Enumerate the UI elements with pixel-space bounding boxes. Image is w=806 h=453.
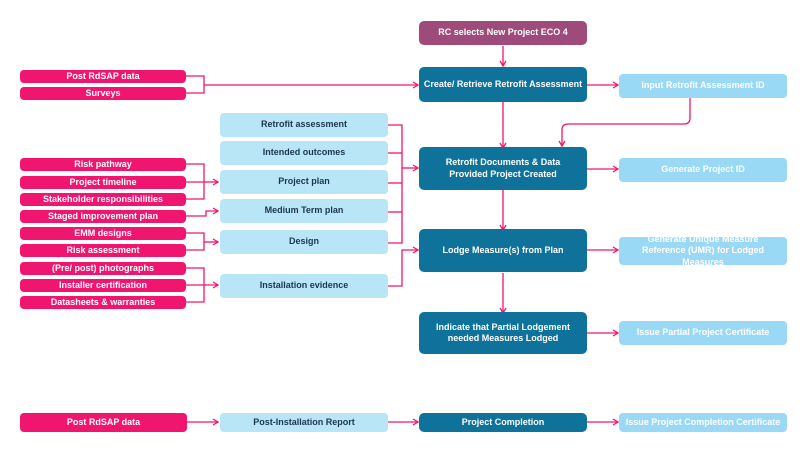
doc-design: Design <box>220 230 388 254</box>
input-stakeholder-responsibilities: Stakeholder responsibilities <box>20 193 186 206</box>
doc-project-plan: Project plan <box>220 170 388 194</box>
generate-umr-node: Generate Unique Measure Reference (UMR) … <box>619 234 787 267</box>
input-photographs: (Pre/ post) photographs <box>20 262 186 275</box>
lodge-measures-node: Lodge Measure(s) from Plan <box>419 229 587 272</box>
create-retrofit-assessment-node: Create/ Retrieve Retrofit Assessment <box>419 67 587 102</box>
input-post-rdsap-completion: Post RdSAP data <box>20 413 187 432</box>
doc-post-installation-report: Post-Installation Report <box>220 413 388 432</box>
start-node: RC selects New Project ECO 4 <box>419 21 587 45</box>
doc-medium-term-plan: Medium Term plan <box>220 199 388 223</box>
input-staged-improvement-plan: Staged improvement plan <box>20 210 186 223</box>
input-post-rdsap: Post RdSAP data <box>20 70 186 83</box>
input-emm-designs: EMM designs <box>20 227 186 240</box>
doc-intended-outcomes: Intended outcomes <box>220 141 388 165</box>
project-created-node: Retrofit Documents & Data Provided Proje… <box>419 147 587 190</box>
completion-certificate-node: Issue Project Completion Certificate <box>619 413 787 432</box>
generate-project-id-node: Generate Project ID <box>619 158 787 182</box>
partial-lodgement-node: Indicate that Partial Lodgement needed M… <box>419 312 587 354</box>
project-completion-node: Project Completion <box>419 413 587 432</box>
doc-installation-evidence: Installation evidence <box>220 274 388 298</box>
doc-retrofit-assessment: Retrofit assessment <box>220 113 388 137</box>
input-surveys: Surveys <box>20 87 186 100</box>
input-risk-pathway: Risk pathway <box>20 158 186 171</box>
input-project-timeline: Project timeline <box>20 176 186 189</box>
partial-certificate-node: Issue Partial Project Certificate <box>619 321 787 345</box>
input-retrofit-id-node: Input Retrofit Assessment ID <box>619 74 787 98</box>
input-datasheets-warranties: Datasheets & warranties <box>20 296 186 309</box>
input-risk-assessment: Risk assessment <box>20 244 186 257</box>
input-installer-certification: Installer certification <box>20 279 186 292</box>
